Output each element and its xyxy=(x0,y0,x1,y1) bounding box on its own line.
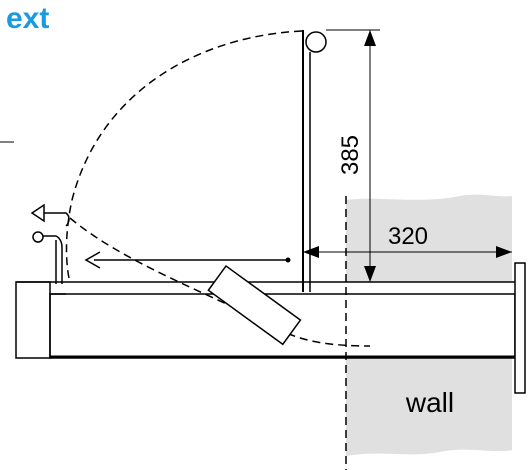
dim-385-arrow-bottom xyxy=(364,266,376,282)
handle-knob xyxy=(32,231,44,243)
wall-area xyxy=(346,194,512,282)
wall-area-lower xyxy=(346,358,512,456)
sill-outer xyxy=(15,281,51,359)
hinge-circle xyxy=(305,31,327,53)
wall-label: wall xyxy=(405,387,454,418)
dim-385-label: 385 xyxy=(337,135,364,175)
dim-320-label: 320 xyxy=(388,223,428,250)
tilted-leaf xyxy=(207,264,302,346)
swing-arc xyxy=(65,30,303,283)
handle-stem xyxy=(43,235,63,284)
end-cap xyxy=(514,262,526,394)
exit-arrow-head xyxy=(30,203,45,223)
slide-arrow-head xyxy=(84,251,101,269)
diagram-title: ext xyxy=(6,2,50,35)
slide-arrow-dot xyxy=(285,257,291,263)
dim-320-arrow-left xyxy=(303,246,319,258)
dim-385-arrow-top xyxy=(364,30,376,46)
exit-arrow-shaft xyxy=(44,212,70,227)
dim-320-arrow-right xyxy=(496,246,512,258)
